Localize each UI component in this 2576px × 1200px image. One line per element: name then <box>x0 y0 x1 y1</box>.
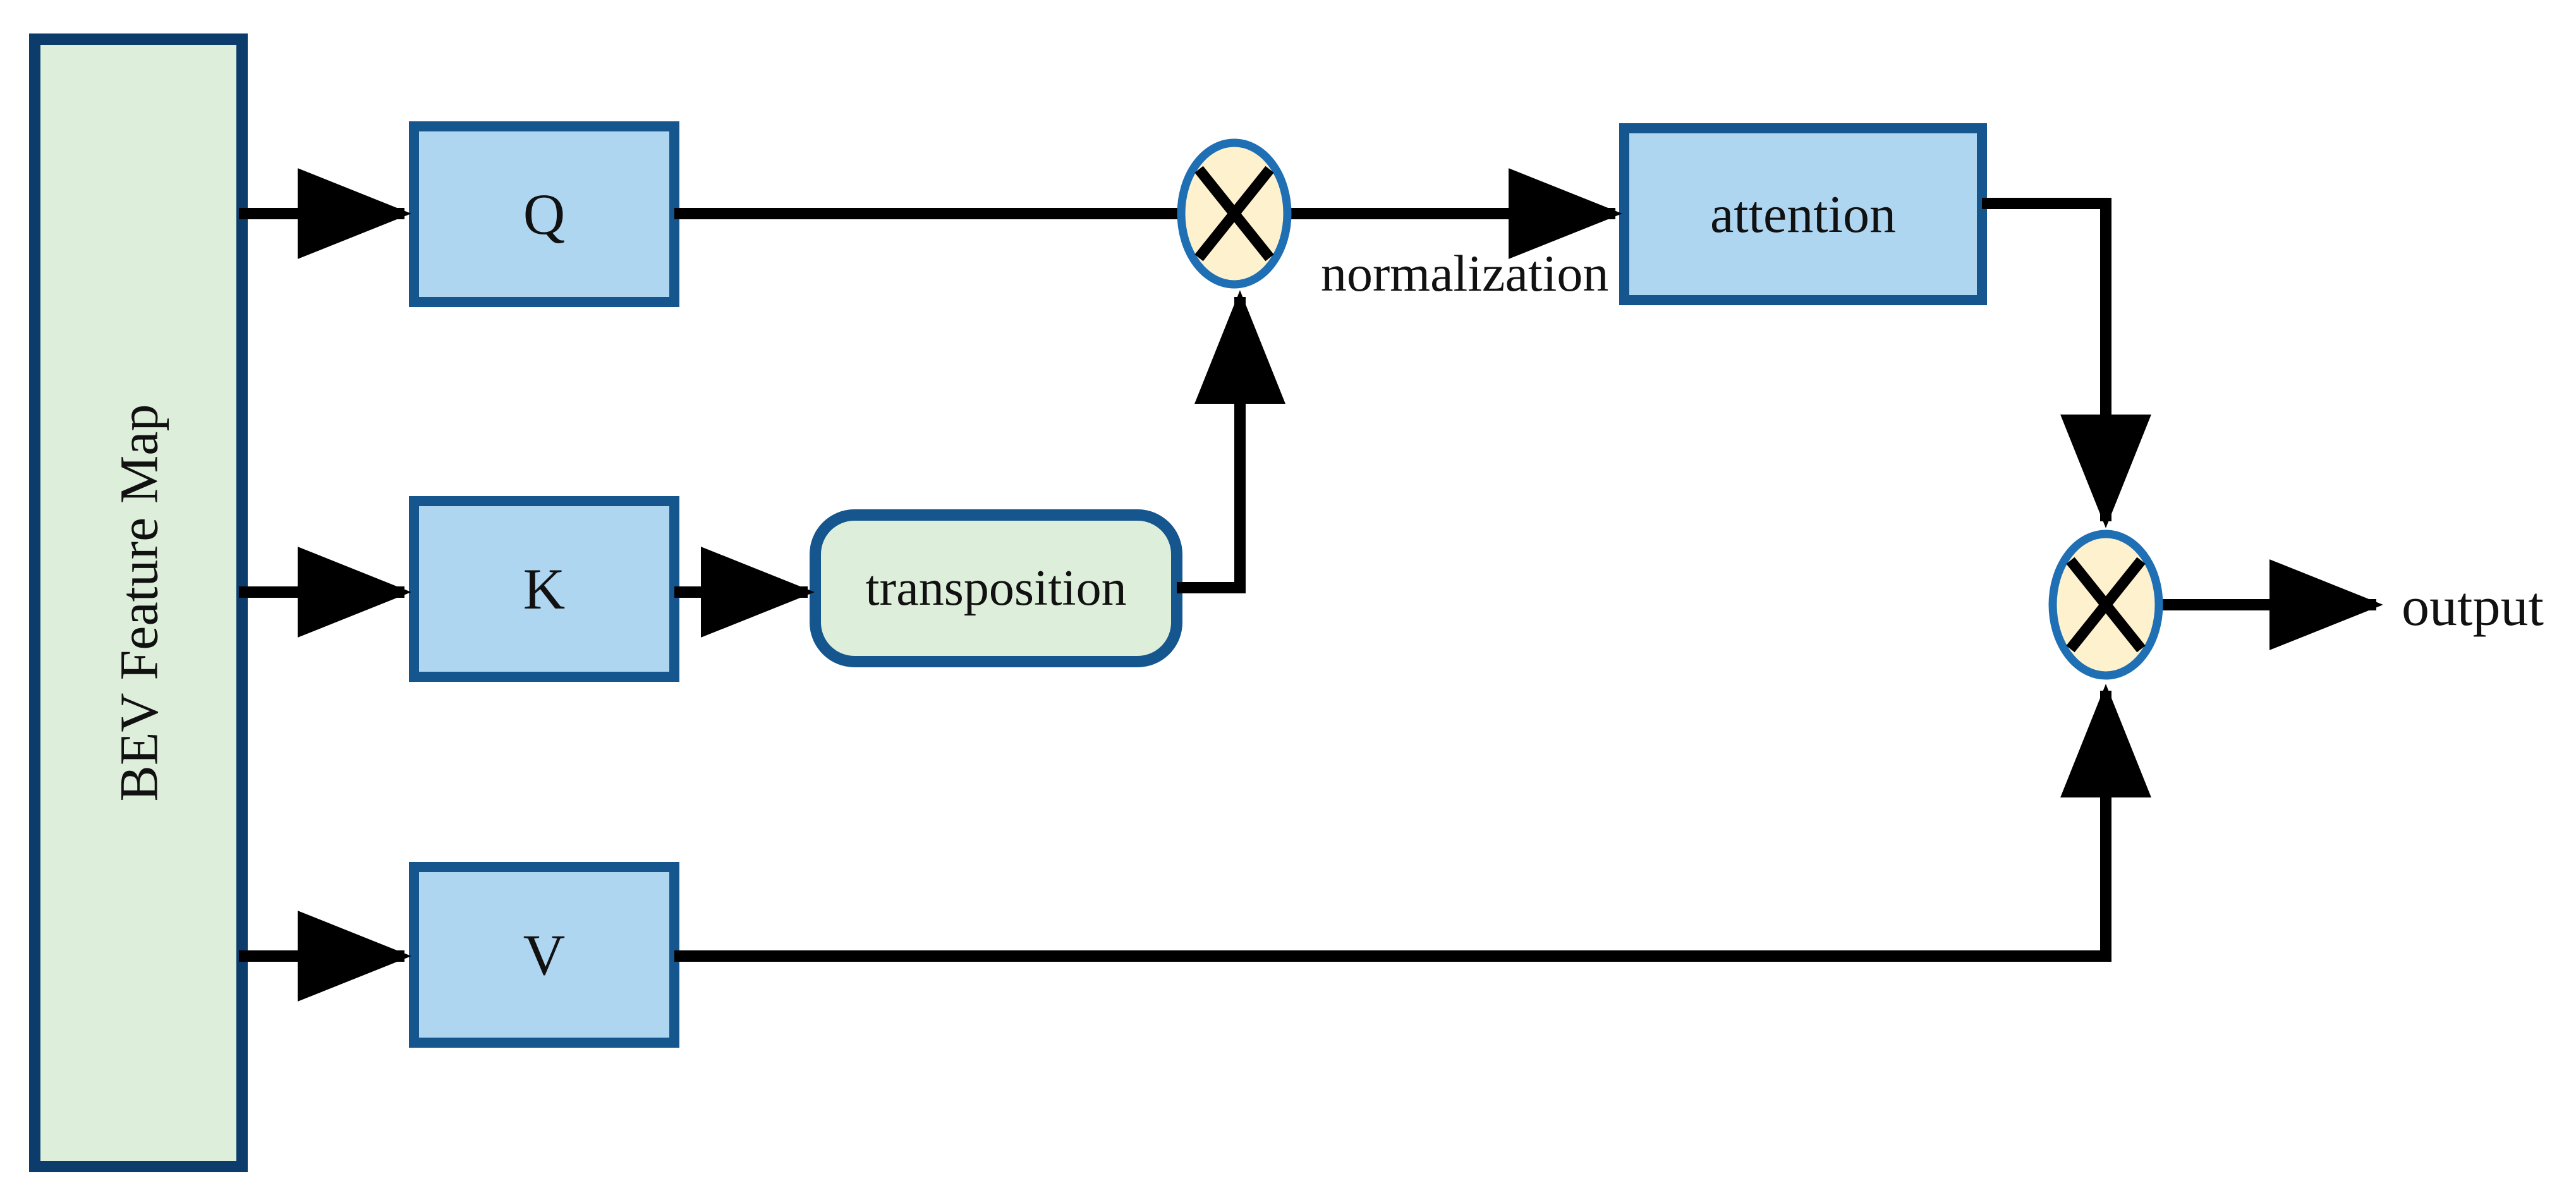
multiply-cross-icon <box>1194 166 1274 262</box>
node-transposition <box>810 509 1182 667</box>
node-bev-feature-map <box>29 33 248 1172</box>
node-multiply-1 <box>1177 138 1292 289</box>
node-multiply-2 <box>2048 530 2163 680</box>
multiply-cross-icon <box>2066 557 2146 653</box>
node-v <box>409 862 679 1048</box>
edge-v-to-multiply-2 <box>674 684 2151 962</box>
edge-transposition-to-multiply-1 <box>1177 290 1285 593</box>
node-k <box>409 496 679 682</box>
node-attention <box>1619 123 1987 305</box>
node-q <box>409 121 679 307</box>
edge-attention-to-multiply-2 <box>1982 198 2151 528</box>
